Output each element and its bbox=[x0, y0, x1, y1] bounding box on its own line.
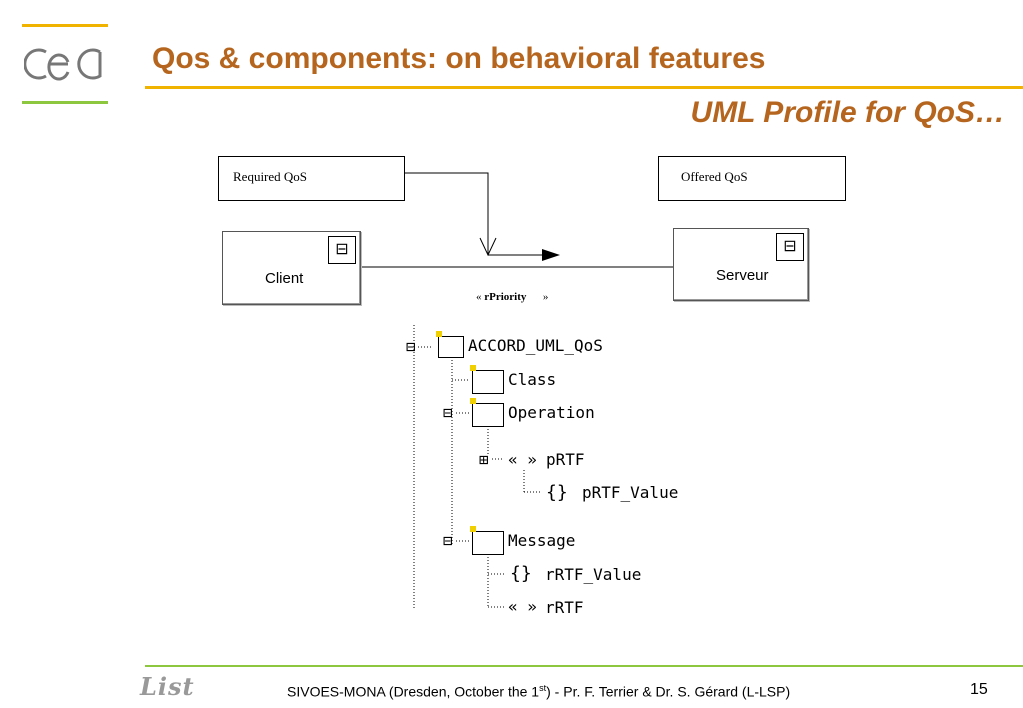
tree-class-label[interactable]: Class bbox=[508, 370, 557, 389]
component-icon: ⊟ bbox=[328, 236, 356, 264]
tagged-value-icon: {} bbox=[546, 482, 568, 503]
tree-message-label[interactable]: Message bbox=[508, 531, 576, 550]
server-component[interactable]: ⊟ Serveur bbox=[673, 228, 809, 301]
tree-operation-label[interactable]: Operation bbox=[508, 403, 595, 422]
class-icon bbox=[470, 365, 504, 394]
cea-logo: cea bbox=[23, 40, 110, 88]
tree-rrtf-label[interactable]: rRTF bbox=[545, 598, 584, 617]
required-qos-box: Required QoS bbox=[218, 156, 405, 201]
server-label: Serveur bbox=[716, 267, 769, 284]
tagged-value-icon: {} bbox=[510, 563, 532, 584]
expand-toggle-root[interactable]: ⊟ bbox=[406, 337, 416, 356]
page-subtitle: UML Profile for QoS… bbox=[690, 96, 1005, 129]
required-qos-label: Required QoS bbox=[233, 169, 308, 184]
expand-toggle-operation[interactable]: ⊟ bbox=[443, 403, 453, 422]
page-title: Qos & components: on behavioral features bbox=[152, 42, 766, 75]
title-underline bbox=[145, 86, 1023, 89]
footer-rule bbox=[145, 665, 1023, 667]
class-icon bbox=[470, 398, 504, 427]
logo-bar-top bbox=[22, 24, 108, 27]
stereotype-icon: « » bbox=[508, 597, 537, 616]
client-component[interactable]: ⊟ Client bbox=[222, 231, 361, 305]
page-number: 15 bbox=[970, 681, 988, 698]
package-icon bbox=[436, 331, 464, 358]
list-logo: List bbox=[140, 672, 195, 701]
expand-toggle-message[interactable]: ⊟ bbox=[443, 531, 453, 550]
footer-text: SIVOES-MONA (Dresden, October the 1st) -… bbox=[287, 683, 791, 700]
offered-qos-box: Offered QoS bbox=[658, 156, 846, 201]
tree-prtf-value-label[interactable]: pRTF_Value bbox=[582, 483, 679, 502]
tree-prtf-label[interactable]: pRTF bbox=[546, 450, 585, 469]
client-label: Client bbox=[265, 270, 304, 287]
offered-qos-label: Offered QoS bbox=[681, 169, 748, 184]
component-icon: ⊟ bbox=[776, 233, 804, 261]
tree-root-label[interactable]: ACCORD_UML_QoS bbox=[468, 336, 603, 355]
logo-bar-bottom bbox=[22, 101, 108, 104]
stereotype-icon: « » bbox=[508, 450, 537, 469]
class-icon bbox=[470, 526, 504, 555]
expand-toggle-prtf[interactable]: ⊞ bbox=[479, 450, 489, 469]
tree-rrtf-value-label[interactable]: rRTF_Value bbox=[545, 565, 642, 584]
rpriority-stereotype: « rPriority » bbox=[476, 291, 549, 303]
